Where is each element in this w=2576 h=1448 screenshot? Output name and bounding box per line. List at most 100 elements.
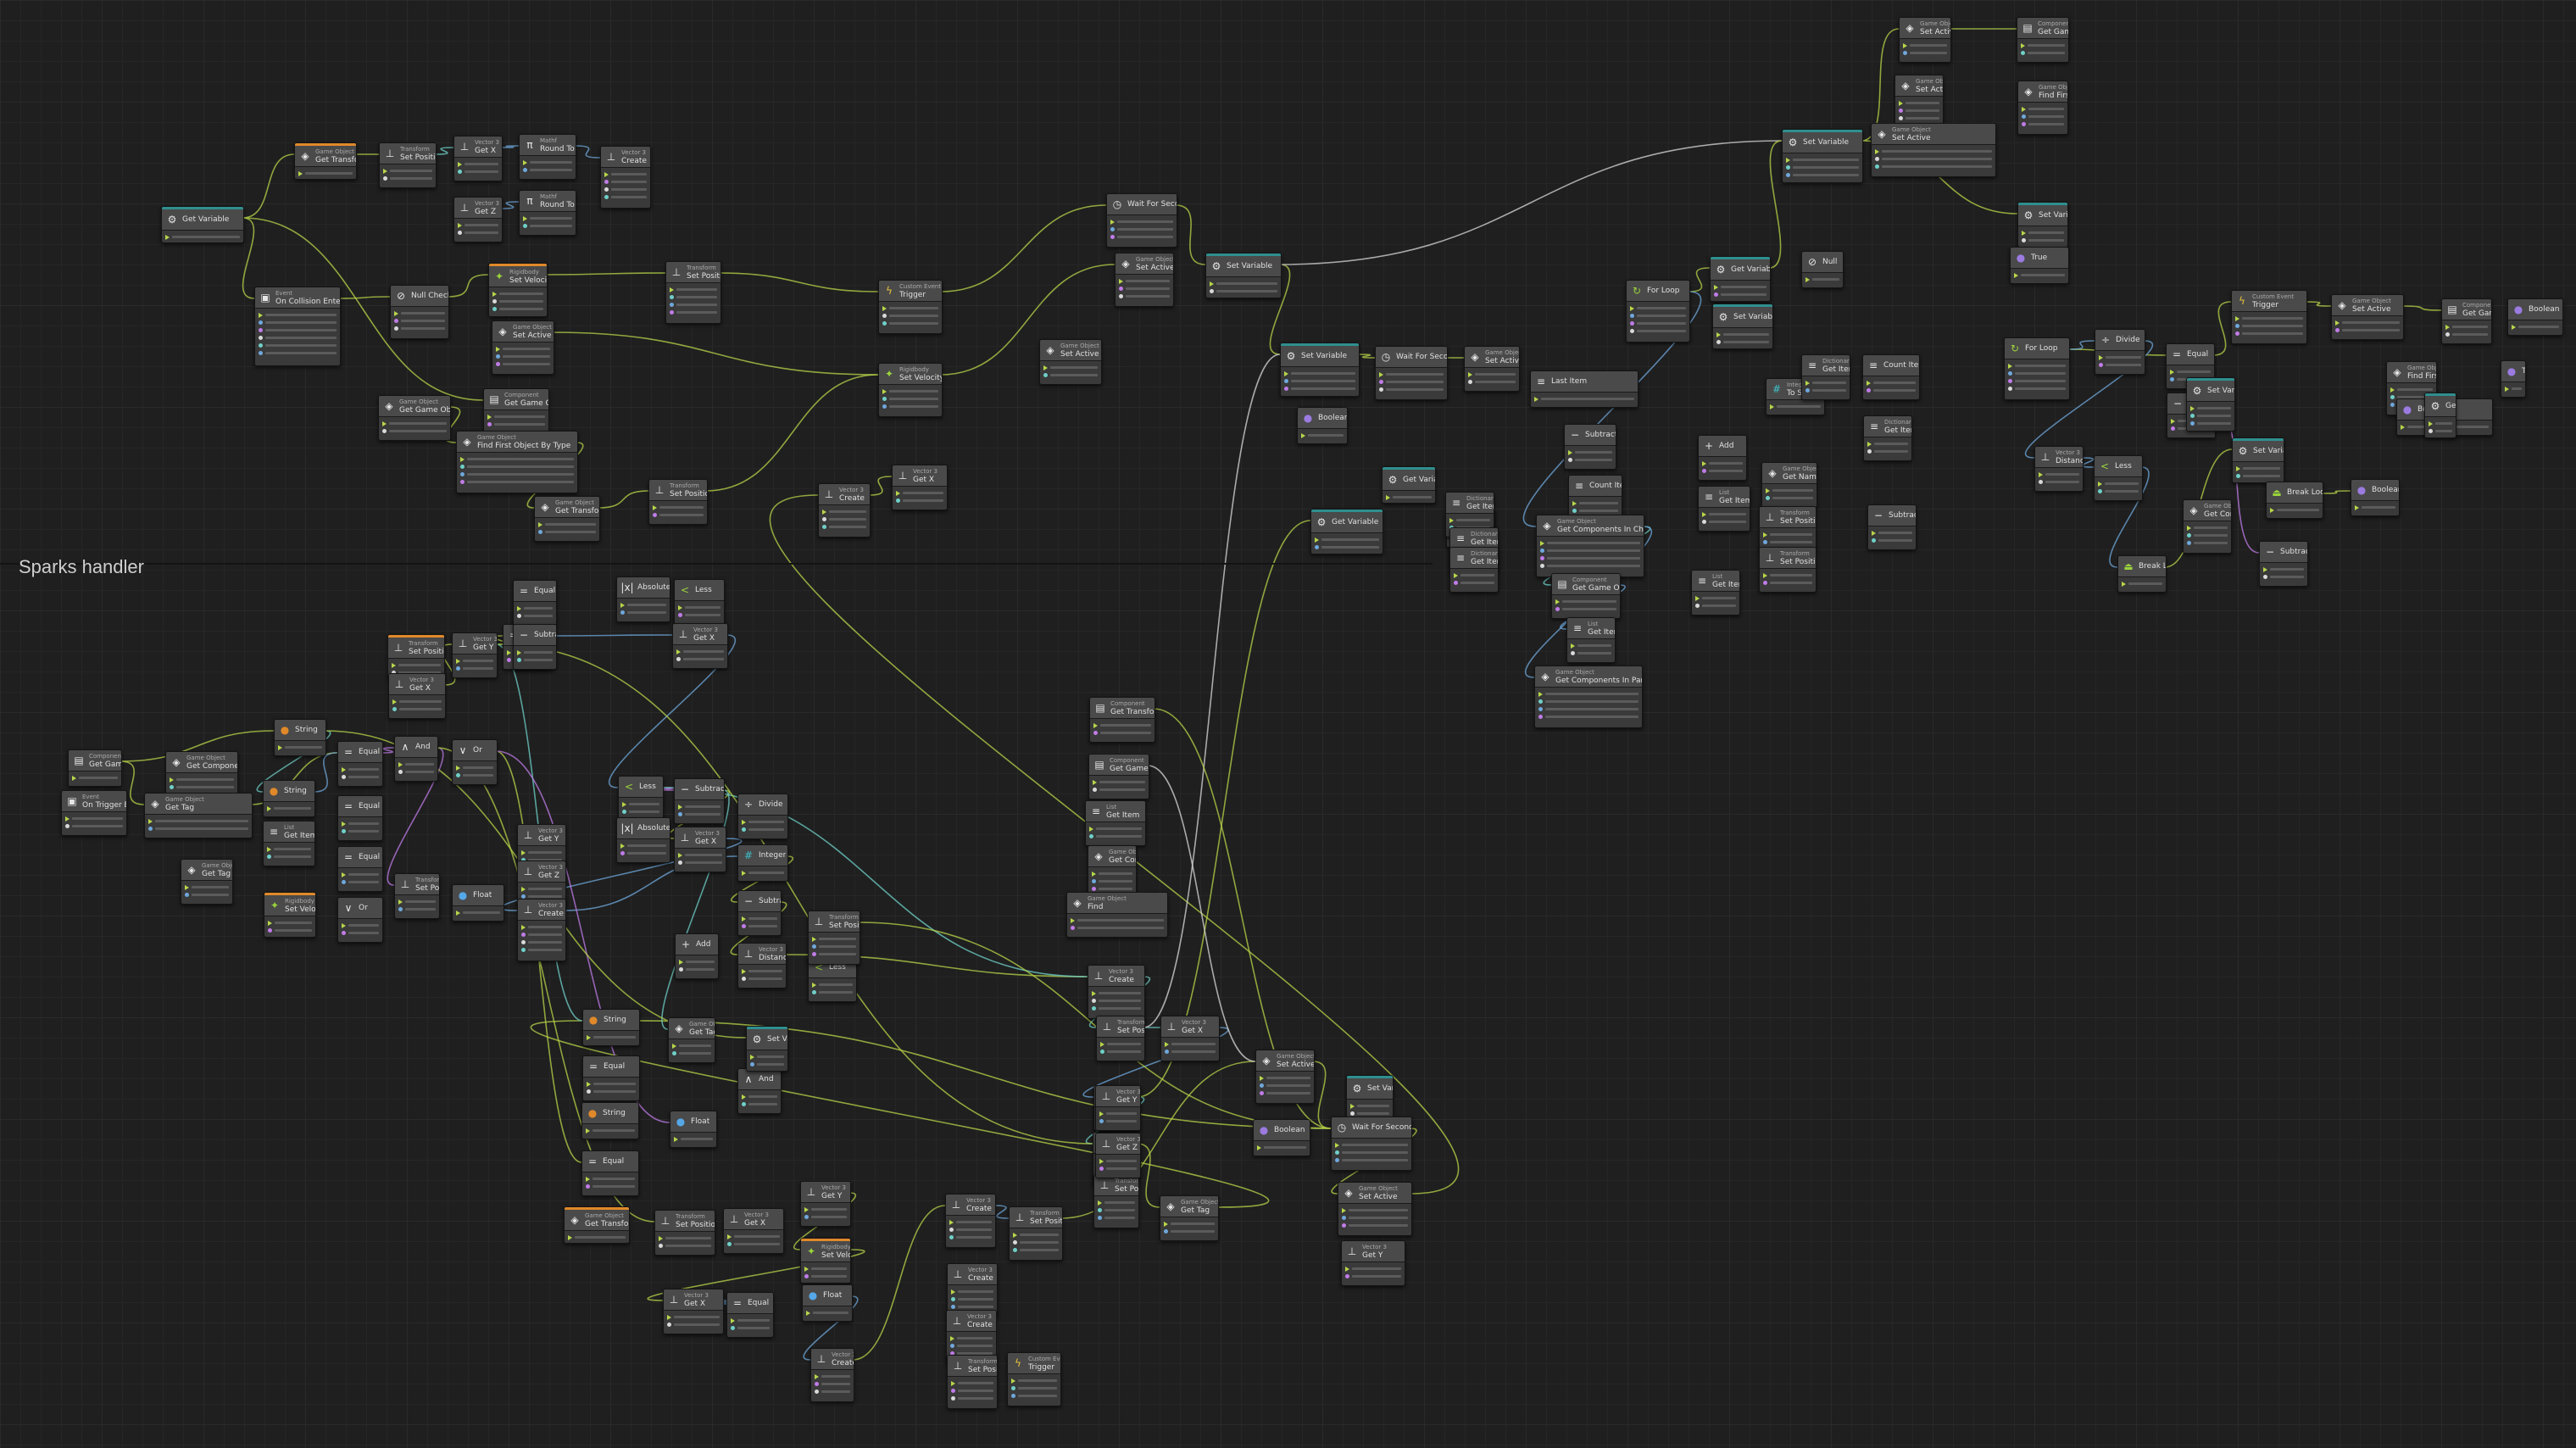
flow-port[interactable]: [1210, 281, 1214, 287]
port-row[interactable]: [170, 783, 234, 791]
port-row[interactable]: [1013, 1231, 1059, 1239]
value-port[interactable]: [1872, 538, 1876, 543]
flow-port[interactable]: [678, 852, 682, 858]
node-header[interactable]: =Equal: [582, 1151, 638, 1172]
port-row[interactable]: [1899, 114, 1939, 122]
port-row[interactable]: [170, 776, 234, 783]
port-row[interactable]: [1695, 602, 1736, 610]
value-port[interactable]: [1011, 1386, 1015, 1390]
port-row[interactable]: [1011, 1384, 1057, 1392]
value-port[interactable]: [1899, 109, 1903, 113]
node-equal[interactable]: =Equal: [582, 1055, 640, 1101]
node-integer[interactable]: #Integer: [737, 844, 788, 882]
node-absolute[interactable]: |x|Absolute: [616, 576, 670, 622]
flow-port[interactable]: [586, 1128, 590, 1133]
flow-port[interactable]: [587, 1034, 591, 1040]
node-header[interactable]: ≡DictionaryGet Item: [1802, 355, 1850, 376]
value-port[interactable]: [1099, 1119, 1104, 1123]
flow-port[interactable]: [1867, 441, 1872, 447]
node-header[interactable]: ●String: [264, 781, 314, 802]
flow-port[interactable]: [148, 818, 153, 824]
port-row[interactable]: [1770, 403, 1821, 410]
port-row[interactable]: [1071, 916, 1164, 924]
value-port[interactable]: [492, 299, 497, 304]
value-port[interactable]: [670, 303, 674, 307]
value-port[interactable]: [521, 858, 526, 862]
flow-port[interactable]: [342, 922, 346, 928]
port-row[interactable]: [1763, 571, 1812, 579]
node-header[interactable]: ≡Count Items: [1569, 476, 1622, 497]
value-port[interactable]: [1092, 879, 1096, 883]
node-header[interactable]: ◷Wait For Seconds: [1332, 1117, 1411, 1139]
port-row[interactable]: [1630, 304, 1686, 312]
port-row[interactable]: [398, 760, 434, 768]
node-set-variable[interactable]: ⚙Set Variable: [1280, 343, 1360, 397]
port-row[interactable]: [460, 463, 574, 471]
port-row[interactable]: [2099, 361, 2141, 369]
port-row[interactable]: [1540, 539, 1640, 547]
node-equal[interactable]: =Equal: [726, 1292, 774, 1338]
port-row[interactable]: [1786, 156, 1859, 164]
node-set-variable[interactable]: ⚙Set Variable: [1782, 129, 1863, 183]
port-row[interactable]: [586, 1183, 635, 1190]
value-port[interactable]: [1043, 373, 1048, 377]
flow-port[interactable]: [804, 1206, 809, 1212]
port-row[interactable]: [812, 943, 856, 950]
value-port[interactable]: [1119, 294, 1123, 298]
port-row[interactable]: [678, 851, 722, 859]
port-row[interactable]: [568, 1234, 626, 1241]
port-row[interactable]: [259, 311, 337, 319]
node-boolean[interactable]: ●Boolean: [1297, 407, 1348, 444]
port-row[interactable]: [2263, 565, 2304, 573]
port-row[interactable]: [1100, 1040, 1141, 1048]
port-row[interactable]: [523, 166, 572, 174]
value-port[interactable]: [492, 307, 497, 311]
node-get-item[interactable]: ≡DictionaryGet Item: [1801, 354, 1850, 400]
port-row[interactable]: [1468, 370, 1516, 378]
node-header[interactable]: ◷Wait For Seconds: [1107, 194, 1177, 215]
value-port[interactable]: [65, 824, 70, 828]
port-row[interactable]: [1867, 440, 1908, 448]
port-row[interactable]: [1571, 642, 1611, 649]
value-port[interactable]: [2235, 324, 2239, 328]
node-absolute[interactable]: |x|Absolute: [616, 817, 670, 863]
value-port[interactable]: [1260, 1083, 1264, 1088]
value-port[interactable]: [460, 480, 465, 484]
flow-port[interactable]: [2014, 272, 2018, 278]
flow-port[interactable]: [2190, 405, 2195, 411]
value-port[interactable]: [1630, 321, 1634, 326]
port-row[interactable]: [1379, 370, 1444, 378]
value-port[interactable]: [2039, 480, 2043, 484]
value-port[interactable]: [1092, 999, 1096, 1003]
port-row[interactable]: [1786, 164, 1859, 171]
port-row[interactable]: [1098, 1214, 1135, 1222]
flow-port[interactable]: [398, 899, 403, 905]
value-port[interactable]: [1093, 788, 1097, 792]
node-set-variable[interactable]: ⚙Set Variable: [1712, 304, 1773, 349]
flow-port[interactable]: [342, 872, 346, 877]
flow-port[interactable]: [1766, 487, 1770, 493]
port-row[interactable]: [521, 885, 562, 893]
value-port[interactable]: [1538, 707, 1543, 711]
